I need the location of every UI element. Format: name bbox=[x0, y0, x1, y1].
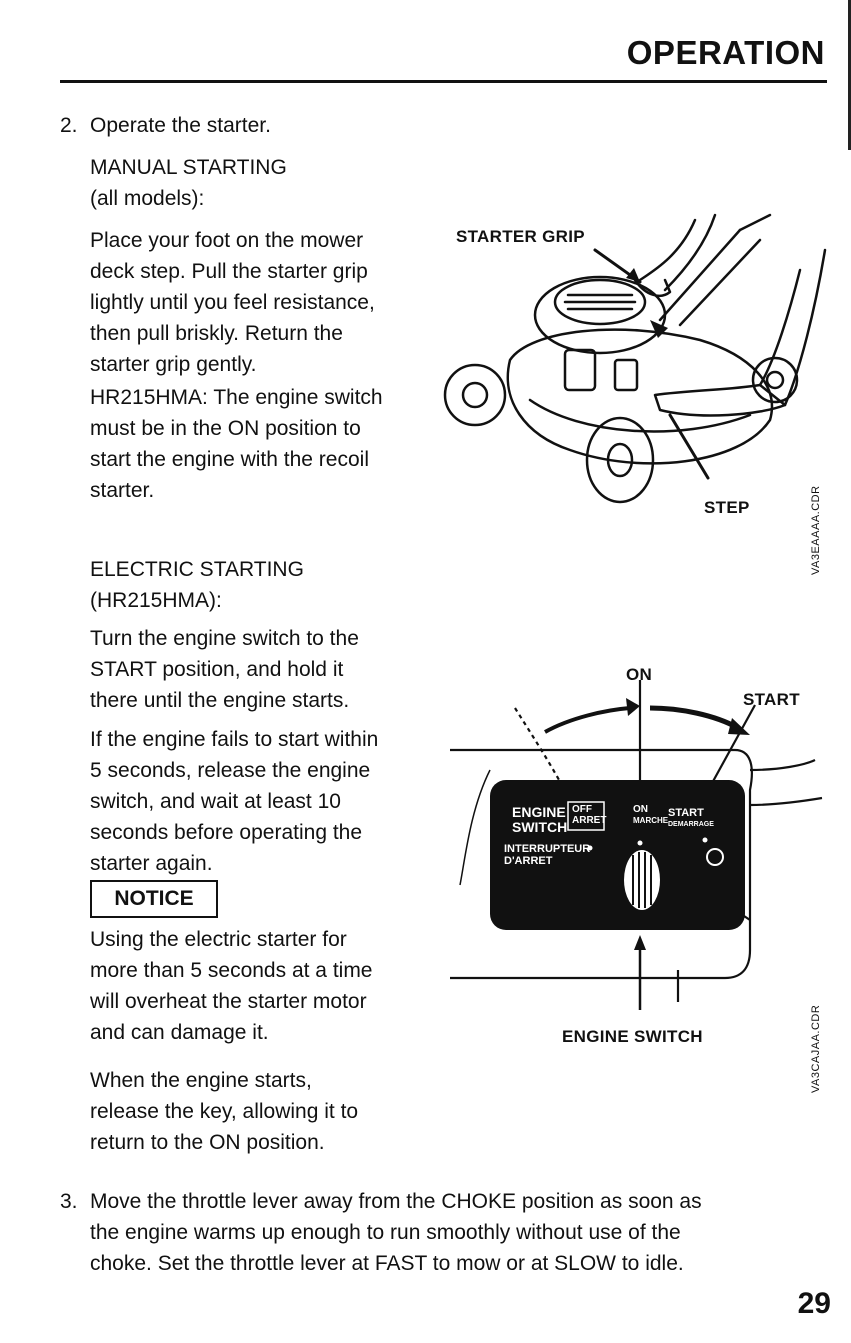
text-line: there until the engine starts. bbox=[90, 689, 350, 712]
text-line: choke. Set the throttle lever at FAST to… bbox=[90, 1252, 684, 1275]
text-line: switch, and wait at least 10 bbox=[90, 790, 341, 813]
start-label: START bbox=[743, 690, 800, 709]
figure-1-code: VA3EAAAA.CDR bbox=[810, 485, 822, 575]
figure-2-code: VA3CAJAA.CDR bbox=[810, 1004, 822, 1093]
manual-starting-subtitle: (all models): bbox=[90, 187, 205, 210]
text-line: return to the ON position. bbox=[90, 1131, 325, 1154]
rear-wheel bbox=[585, 416, 655, 504]
text-line: Move the throttle lever away from the CH… bbox=[90, 1190, 702, 1213]
mower-deck bbox=[506, 328, 774, 465]
manual-starting-title: MANUAL STARTING bbox=[90, 156, 287, 179]
engine-switch-label: ENGINE SWITCH bbox=[562, 1027, 703, 1046]
electric-para-2: If the engine fails to start within 5 se… bbox=[90, 724, 378, 879]
text-line: start the engine with the recoil bbox=[90, 448, 369, 471]
panel-text: OFF bbox=[572, 804, 592, 815]
engine-switch-illustration bbox=[450, 680, 823, 1010]
text-line: deck step. Pull the starter grip bbox=[90, 260, 368, 283]
text-line: and can damage it. bbox=[90, 1021, 269, 1044]
front-wheel bbox=[443, 363, 507, 427]
switch-housing bbox=[450, 748, 753, 980]
panel-on: ON MARCHE bbox=[633, 804, 668, 826]
panel-text: ENGINE bbox=[512, 804, 566, 820]
text-line: Turn the engine switch to the bbox=[90, 627, 359, 650]
engine-cover bbox=[533, 275, 667, 355]
notice-label: NOTICE bbox=[90, 880, 218, 918]
panel-off: OFF ARRET bbox=[572, 804, 606, 826]
text-line: the engine warms up enough to run smooth… bbox=[90, 1221, 681, 1244]
text-line: 5 seconds, release the engine bbox=[90, 759, 371, 782]
on-label: ON bbox=[626, 665, 653, 684]
panel-text: START bbox=[668, 807, 704, 819]
panel-text: D'ARRET bbox=[504, 855, 553, 867]
panel-text: SWITCH bbox=[512, 819, 568, 835]
panel-text: INTERRUPTEUR bbox=[504, 843, 591, 855]
manual-para-1: Place your foot on the mower deck step. … bbox=[90, 225, 375, 380]
electric-para-1: Turn the engine switch to the START posi… bbox=[90, 623, 359, 716]
mower-illustration bbox=[443, 213, 827, 504]
text-line: starter. bbox=[90, 479, 155, 502]
panel-text: MARCHE bbox=[633, 816, 669, 825]
text-line: starter again. bbox=[90, 852, 213, 875]
text-line: HR215HMA: The engine switch bbox=[90, 386, 383, 409]
text-line: then pull briskly. Return the bbox=[90, 322, 343, 345]
release-para: When the engine starts, release the key,… bbox=[90, 1065, 358, 1158]
step-label: STEP bbox=[704, 498, 750, 517]
panel-engine-switch: ENGINE SWITCH bbox=[512, 805, 567, 835]
text-line: Using the electric starter for bbox=[90, 928, 347, 951]
text-line: Place your foot on the mower bbox=[90, 229, 364, 252]
manual-para-2: HR215HMA: The engine switch must be in t… bbox=[90, 382, 383, 506]
step-3-text: Move the throttle lever away from the CH… bbox=[90, 1186, 702, 1279]
panel-interrupteur: INTERRUPTEUR D'ARRET bbox=[504, 843, 590, 867]
text-line: If the engine fails to start within bbox=[90, 728, 379, 751]
page-title: OPERATION bbox=[626, 34, 825, 71]
notice-text: Using the electric starter for more than… bbox=[90, 924, 373, 1048]
text-line: lightly until you feel resistance, bbox=[90, 291, 375, 314]
page-edge-mark bbox=[848, 0, 851, 150]
step-2-heading: Operate the starter. bbox=[90, 114, 271, 137]
text-line: seconds before operating the bbox=[90, 821, 363, 844]
panel-text: ON bbox=[633, 804, 648, 815]
text-line: starter grip gently. bbox=[90, 353, 257, 376]
text-line: When the engine starts, bbox=[90, 1069, 312, 1092]
panel-start: START DEMARRAGE bbox=[668, 808, 714, 830]
text-line: more than 5 seconds at a time bbox=[90, 959, 373, 982]
starter-grip-label: STARTER GRIP bbox=[456, 227, 585, 246]
foot bbox=[653, 383, 787, 417]
page-number: 29 bbox=[797, 1287, 831, 1320]
header-rule bbox=[60, 80, 827, 83]
text-line: START position, and hold it bbox=[90, 658, 344, 681]
panel-text: DEMARRAGE bbox=[668, 821, 714, 828]
step-3-number: 3. bbox=[60, 1190, 78, 1213]
panel-text: ARRET bbox=[572, 815, 607, 826]
electric-starting-subtitle: (HR215HMA): bbox=[90, 589, 222, 612]
step-2-number: 2. bbox=[60, 114, 78, 137]
text-line: must be in the ON position to bbox=[90, 417, 361, 440]
text-line: release the key, allowing it to bbox=[90, 1100, 359, 1123]
text-line: will overheat the starter motor bbox=[90, 990, 367, 1013]
electric-starting-title: ELECTRIC STARTING bbox=[90, 558, 304, 581]
switch-panel bbox=[490, 780, 745, 930]
